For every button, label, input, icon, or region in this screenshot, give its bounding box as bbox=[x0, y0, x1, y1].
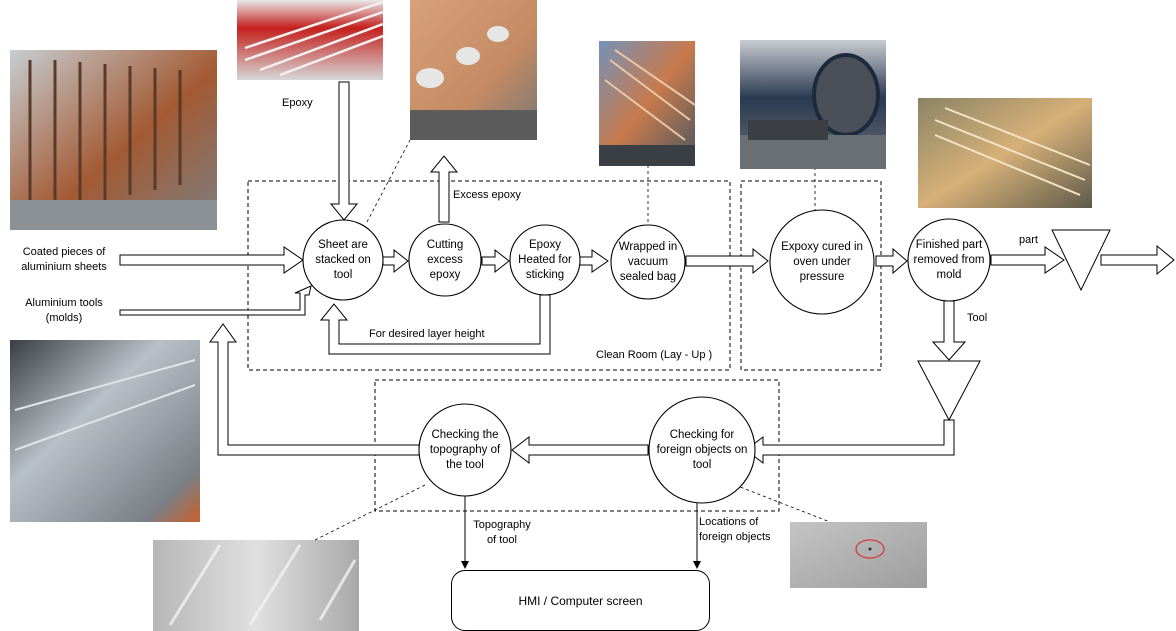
epoxy-label: Epoxy bbox=[282, 97, 313, 109]
finished-part-photo-icon bbox=[918, 98, 1092, 208]
node-finished-label: Finished part removed from mold bbox=[913, 238, 985, 281]
cutting-to-heated-arrow bbox=[481, 248, 510, 274]
photo-connectors bbox=[314, 139, 831, 541]
wrapped-to-cured-arrow bbox=[685, 247, 769, 275]
node-cutting bbox=[408, 223, 482, 297]
hmi-arrows bbox=[461, 496, 701, 569]
process-nodes bbox=[302, 209, 991, 504]
aluminium-tool-photo-icon bbox=[10, 340, 200, 522]
cured-to-finished-arrow bbox=[875, 247, 908, 275]
clean-room-label: Clean Room (Lay - Up ) bbox=[596, 349, 713, 361]
autoclave-photo-icon bbox=[740, 40, 886, 169]
foreign-object-photo-icon bbox=[790, 522, 927, 588]
foreign-locations-label: Locations of foreign objects bbox=[699, 516, 771, 543]
flow-arrows bbox=[119, 81, 1175, 465]
tool-label: Tool bbox=[967, 312, 988, 324]
input-tools-label: Aluminium tools (molds) bbox=[25, 297, 103, 324]
stacked-to-cutting-arrow bbox=[382, 248, 409, 274]
epoxy-down-arrow bbox=[329, 81, 359, 221]
foreign-to-topo-arrow bbox=[511, 435, 649, 465]
coated-sheets-arrow bbox=[119, 246, 304, 274]
tool-return-arrow bbox=[745, 419, 955, 465]
node-stacked-label: Sheet are stacked on tool bbox=[315, 238, 371, 281]
node-cured bbox=[769, 209, 875, 315]
finished-to-tool-arrow bbox=[931, 300, 967, 361]
clean-room-region bbox=[247, 180, 731, 371]
finished-to-part-arrow bbox=[990, 246, 1065, 274]
storage-triangles bbox=[917, 229, 1111, 422]
hmi-label: HMI / Computer screen bbox=[518, 593, 643, 608]
topography-of-tool-label: Topography of tool bbox=[473, 519, 531, 546]
heated-to-wrapped-arrow bbox=[578, 249, 609, 273]
node-check-topo-label: Checking the topography of the tool bbox=[429, 428, 501, 471]
node-finished bbox=[907, 218, 991, 302]
part-output-arrow bbox=[1100, 244, 1175, 276]
node-check-foreign-label: Checking for foreign objects on tool bbox=[656, 428, 748, 471]
node-check-foreign bbox=[648, 396, 756, 504]
oven-region bbox=[740, 180, 882, 371]
part-label: part bbox=[1019, 234, 1038, 246]
tool-to-stack-return-arrow bbox=[209, 323, 420, 456]
coated-sheets-photo-icon bbox=[10, 50, 217, 230]
node-heated bbox=[509, 224, 581, 296]
layer-height-loop-arrow bbox=[319, 294, 551, 355]
tool-storage-triangle bbox=[917, 360, 981, 422]
node-heated-label: Epoxy Heated for sticking bbox=[518, 238, 572, 281]
cutting-mold-photo-icon bbox=[410, 0, 537, 140]
node-cutting-label: Cutting excess epoxy bbox=[426, 238, 464, 281]
topography-photo-icon bbox=[153, 540, 359, 631]
node-cured-label: Expoxy cured in oven under pressure bbox=[781, 240, 863, 283]
input-coated-sheets-label: Coated pieces of aluminium sheets bbox=[21, 246, 107, 273]
part-storage-triangle bbox=[1051, 229, 1111, 292]
node-wrapped bbox=[610, 224, 686, 300]
node-stacked bbox=[302, 219, 384, 301]
excess-epoxy-label: Excess epoxy bbox=[453, 189, 521, 201]
layer-height-label: For desired layer height bbox=[369, 328, 485, 340]
excess-epoxy-up-arrow bbox=[429, 155, 459, 223]
epoxy-strips-photo-icon bbox=[237, 0, 384, 80]
tools-arrow bbox=[119, 285, 312, 316]
node-wrapped-label: Wrapped in vacuum sealed bag bbox=[618, 240, 678, 283]
vacuum-bag-photo-icon bbox=[599, 41, 696, 166]
hmi-screen-box: HMI / Computer screen bbox=[451, 570, 710, 631]
